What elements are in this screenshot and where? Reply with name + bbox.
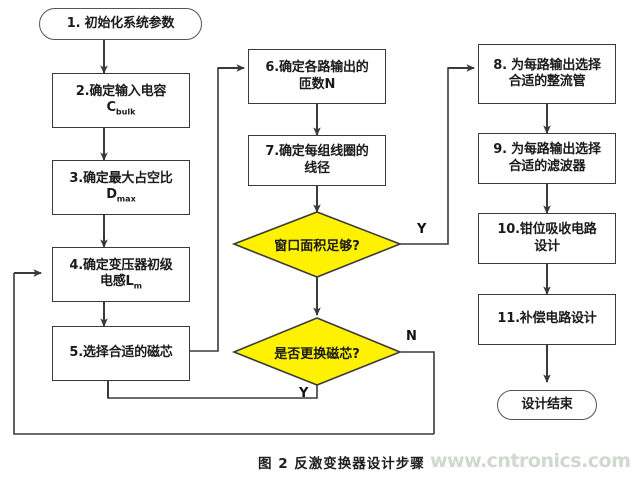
node-step6[interactable] — [248, 49, 386, 104]
watermark-text: www.cntronics.com — [430, 450, 631, 472]
decision-window-area — [231, 211, 403, 278]
edge-decision1-yes-route — [400, 67, 466, 245]
node-step10[interactable] — [478, 213, 616, 264]
node-step3[interactable] — [52, 160, 190, 215]
edge-step5-step6-route — [190, 67, 236, 352]
node-step2[interactable] — [52, 73, 190, 128]
feedback-frame — [13, 273, 434, 435]
node-step5[interactable] — [52, 326, 190, 381]
node-step7[interactable] — [248, 135, 386, 186]
decision-replace-core — [231, 317, 403, 386]
edge-decision2-yes-route — [107, 383, 318, 399]
node-step9[interactable] — [478, 133, 616, 184]
node-end[interactable] — [497, 390, 597, 420]
figure-caption: 图 2 反激变换器设计步骤 — [258, 456, 425, 472]
node-step4[interactable] — [52, 247, 190, 302]
edge-decision2-no-route — [400, 351, 435, 434]
node-step8[interactable] — [478, 44, 616, 104]
node-step11[interactable] — [478, 294, 616, 345]
node-start[interactable] — [39, 8, 202, 40]
